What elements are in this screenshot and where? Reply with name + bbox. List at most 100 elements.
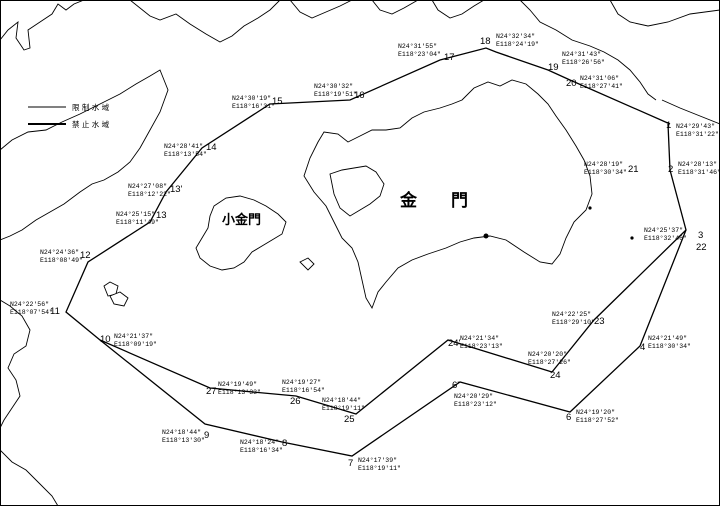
coord-label-13p: N24°27'08" E118°12'22" (128, 182, 171, 198)
svg-text:E118°13'33": E118°13'33" (218, 388, 261, 396)
point-number-13: 13 (156, 210, 167, 221)
coord-label-6: N24°19'20" E118°27'52" (576, 408, 619, 424)
svg-text:E118°16'34": E118°16'34" (240, 446, 283, 454)
svg-text:E118°19'11": E118°19'11" (358, 464, 401, 472)
svg-text:N24°22'56": N24°22'56" (10, 300, 49, 308)
svg-text:E118°09'19": E118°09'19" (114, 340, 157, 348)
point-number-25: 25 (344, 414, 355, 425)
svg-text:E118°30'34": E118°30'34" (584, 168, 627, 176)
point-number-17: 17 (444, 52, 455, 63)
svg-text:E118°24'19": E118°24'19" (496, 40, 539, 48)
kinmen-inner-bay (329, 165, 385, 217)
svg-text:N24°28'41": N24°28'41" (164, 142, 203, 150)
svg-text:N24°19'20": N24°19'20" (576, 408, 615, 416)
coord-label-17: N24°31'55" E118°23'04" (398, 42, 441, 58)
legend-prohibited-label: 禁 止 水 域 (72, 119, 110, 129)
svg-text:E118°23'04": E118°23'04" (398, 50, 441, 58)
point-number-1: 1 (666, 120, 671, 131)
point-number-23: 23 (594, 316, 605, 327)
kinmen-island (303, 79, 593, 310)
point-number-27: 27 (206, 386, 217, 397)
point-number-3: 3 (698, 230, 703, 241)
svg-text:N24°24'36": N24°24'36" (40, 248, 79, 256)
islet-lieyu-south (299, 257, 315, 271)
point-number-10: 10 (100, 334, 111, 345)
svg-text:N24°18'44": N24°18'44" (162, 428, 201, 436)
svg-text:N24°29'43": N24°29'43" (676, 122, 715, 130)
coord-label-22: N24°25'37" E118°32'46" (644, 226, 687, 242)
coord-label-20: N24°31'06" E118°27'41" (580, 74, 623, 90)
coord-label-18: N24°32'34" E118°24'19" (496, 32, 539, 48)
little-kinmen-label: 小金門 (222, 212, 261, 228)
coord-label-6p: N24°20'29" E118°23'12" (454, 392, 497, 408)
legend: 限 制 水 域 禁 止 水 域 (28, 102, 110, 129)
prohibited-waters-boundary (99, 229, 687, 415)
coord-label-7: N24°17'39" E118°19'11" (358, 456, 401, 472)
point-number-21: 21 (628, 164, 639, 175)
point-number-6p: 6' (452, 380, 459, 391)
point-number-13p: 13' (170, 184, 183, 195)
kinmen-label: 金 門 (399, 190, 468, 211)
svg-text:N24°31'06": N24°31'06" (580, 74, 619, 82)
svg-text:N24°20'20": N24°20'20" (528, 350, 567, 358)
svg-text:E118°13'54": E118°13'54" (164, 150, 207, 158)
svg-text:E118°16'31": E118°16'31" (232, 102, 275, 110)
little-kinmen-island (195, 195, 287, 271)
coord-label-2: N24°28'13" E118°31'46" (678, 160, 720, 176)
mainland-coast-northeast (519, 0, 720, 125)
coord-label-27: N24°19'49" E118°13'33" (218, 380, 261, 396)
svg-text:E118°31'46": E118°31'46" (678, 168, 720, 176)
svg-text:N24°32'34": N24°32'34" (496, 32, 535, 40)
islet-west (103, 281, 119, 297)
point-number-2: 2 (668, 164, 673, 175)
coord-label-26: N24°19'27" E118°16'54" (282, 378, 325, 394)
svg-text:E118°30'34": E118°30'34" (648, 342, 691, 350)
islet-dot-3 (588, 206, 592, 210)
svg-text:E118°26'56": E118°26'56" (562, 58, 605, 66)
point-number-11: 11 (50, 306, 60, 317)
point-number-4: 4 (640, 342, 645, 353)
svg-text:N24°27'08": N24°27'08" (128, 182, 167, 190)
svg-text:N24°19'27": N24°19'27" (282, 378, 321, 386)
svg-text:E118°32'46": E118°32'46" (644, 234, 687, 242)
point-number-16: 16 (354, 90, 365, 101)
legend-restricted-label: 限 制 水 域 (72, 102, 110, 112)
svg-text:E118°29'10": E118°29'10" (552, 318, 595, 326)
svg-text:N24°25'15": N24°25'15" (116, 210, 155, 218)
coord-label-9: N24°18'44" E118°13'30" (162, 428, 205, 444)
svg-text:N24°22'25": N24°22'25" (552, 310, 591, 318)
svg-text:N24°20'29": N24°20'29" (454, 392, 493, 400)
coord-label-4: N24°21'49" E118°30'34" (648, 334, 691, 350)
svg-text:E118°12'22": E118°12'22" (128, 190, 171, 198)
svg-text:E118°23'13": E118°23'13" (460, 342, 503, 350)
islet-dot-1 (483, 233, 489, 239)
point-number-12: 12 (80, 250, 91, 261)
svg-text:E118°23'12": E118°23'12" (454, 400, 497, 408)
svg-text:E118°27'52": E118°27'52" (576, 416, 619, 424)
islet-southwest (109, 291, 129, 307)
coord-label-23: N24°22'25" E118°29'10" (552, 310, 595, 326)
svg-text:N24°31'43": N24°31'43" (562, 50, 601, 58)
point-number-18: 18 (480, 36, 491, 47)
svg-text:E118°13'30": E118°13'30" (162, 436, 205, 444)
mainland-coast-southwest (0, 299, 59, 506)
svg-text:N24°17'39": N24°17'39" (358, 456, 397, 464)
coord-label-16: N24°30'32" E118°19'51" (314, 82, 357, 98)
coord-label-13: N24°25'15" E118°11'49" (116, 210, 159, 226)
point-number-14: 14 (206, 142, 217, 153)
point-number-20: 20 (566, 78, 577, 89)
svg-text:E118°27'26": E118°27'26" (528, 358, 571, 366)
restricted-waters-boundary (65, 47, 687, 457)
svg-text:N24°21'49": N24°21'49" (648, 334, 687, 342)
point-number-26: 26 (290, 396, 301, 407)
svg-text:N24°18'44": N24°18'44" (322, 396, 361, 404)
svg-text:N24°30'19": N24°30'19" (232, 94, 271, 102)
point-number-22: 22 (696, 242, 707, 253)
islet-dot-2 (630, 236, 634, 240)
svg-text:E118°08'49": E118°08'49" (40, 256, 83, 264)
svg-text:N24°21'37": N24°21'37" (114, 332, 153, 340)
point-number-15: 15 (272, 96, 283, 107)
svg-text:N24°25'37": N24°25'37" (644, 226, 683, 234)
coord-label-1: N24°29'43" E118°31'22" (676, 122, 719, 138)
